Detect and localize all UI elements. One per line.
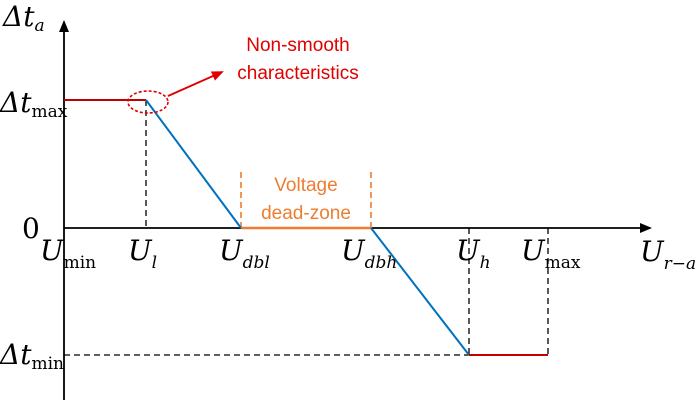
deadzone-label-line2: dead-zone [261,203,351,224]
origin-label: 0 [22,212,40,245]
x-axis-title: Ur−a [640,235,696,274]
x-tick-uh: Uh [456,234,491,273]
non-smooth-label-line1: Non-smooth [246,35,350,56]
non-smooth-arrow [167,71,224,97]
x-tick-ul: Ul [128,234,157,273]
x-tick-udbh: Udbh [341,234,397,273]
upper-slope-segment [145,99,242,229]
y-tick-dtmin: Δtmin [0,338,64,374]
lower-slope-segment [370,227,470,356]
non-smooth-ellipse [127,90,169,114]
y-axis-title: Δta [2,0,45,36]
x-tick-umin: Umin [40,234,96,273]
deadzone-label-line1: Voltage [274,175,337,196]
non-smooth-label-line2: characteristics [237,63,358,84]
y-tick-dtmax: Δtmax [0,86,68,122]
x-tick-udbl: Udbl [219,234,270,273]
x-tick-umax: Umax [521,234,581,273]
